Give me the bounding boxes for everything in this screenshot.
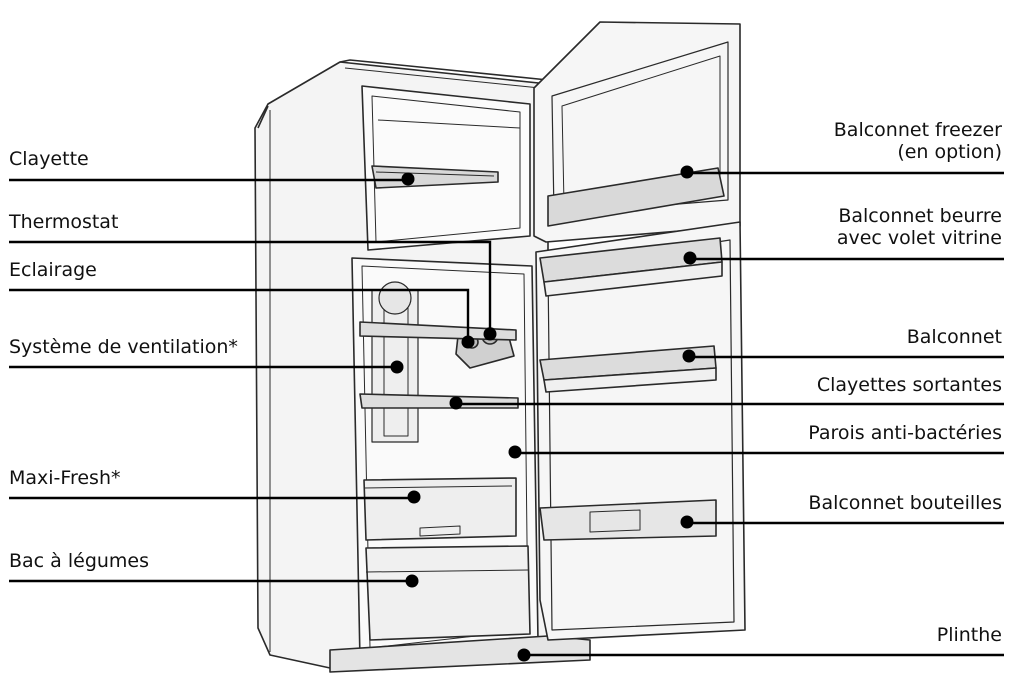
label-clayette: Clayette bbox=[9, 148, 89, 170]
callout-dot-eclairage bbox=[461, 335, 475, 349]
label-balconnet-bouteilles: Balconnet bouteilles bbox=[808, 492, 1002, 514]
callout-dot-maxifresh bbox=[407, 490, 421, 504]
label-maxi-fresh: Maxi-Fresh* bbox=[9, 467, 121, 489]
callout-dot-sortantes bbox=[449, 396, 463, 410]
callout-dot-beurre bbox=[683, 251, 697, 265]
callout-dot-ventilation bbox=[390, 360, 404, 374]
callout-dots bbox=[390, 165, 697, 662]
label-thermostat: Thermostat bbox=[9, 211, 119, 233]
callout-dot-balconnet bbox=[682, 349, 696, 363]
callout-dot-parois bbox=[508, 445, 522, 459]
callout-line-eclairage bbox=[9, 288, 470, 342]
label-plinthe: Plinthe bbox=[936, 624, 1002, 646]
label-balconnet: Balconnet bbox=[906, 326, 1002, 348]
callout-dot-bouteilles bbox=[680, 515, 694, 529]
label-balconnet-beurre-line1: Balconnet beurre bbox=[838, 205, 1002, 227]
callout-dot-plinthe bbox=[517, 648, 531, 662]
callout-lines bbox=[9, 171, 1004, 657]
label-balconnet-beurre: Balconnet beurre avec volet vitrine bbox=[837, 205, 1002, 249]
label-ventilation: Système de ventilation* bbox=[9, 336, 238, 358]
label-parois-anti-bacteries: Parois anti-bactéries bbox=[808, 422, 1002, 444]
fridge-drawing bbox=[254, 21, 746, 673]
label-balconnet-freezer: Balconnet freezer (en option) bbox=[834, 119, 1002, 163]
callout-line-thermostat bbox=[9, 240, 492, 334]
label-clayettes-sortantes: Clayettes sortantes bbox=[816, 374, 1002, 396]
callout-dot-clayette bbox=[401, 172, 415, 186]
callout-dot-bac bbox=[405, 574, 419, 588]
callout-dot-freezer bbox=[680, 165, 694, 179]
label-eclairage: Eclairage bbox=[9, 259, 97, 281]
label-balconnet-freezer-line2: (en option) bbox=[897, 141, 1002, 163]
label-balconnet-beurre-line2: avec volet vitrine bbox=[836, 227, 1002, 249]
label-bac-a-legumes: Bac à légumes bbox=[9, 550, 150, 572]
label-balconnet-freezer-line1: Balconnet freezer bbox=[833, 119, 1002, 141]
callout-dot-thermostat bbox=[483, 327, 497, 341]
